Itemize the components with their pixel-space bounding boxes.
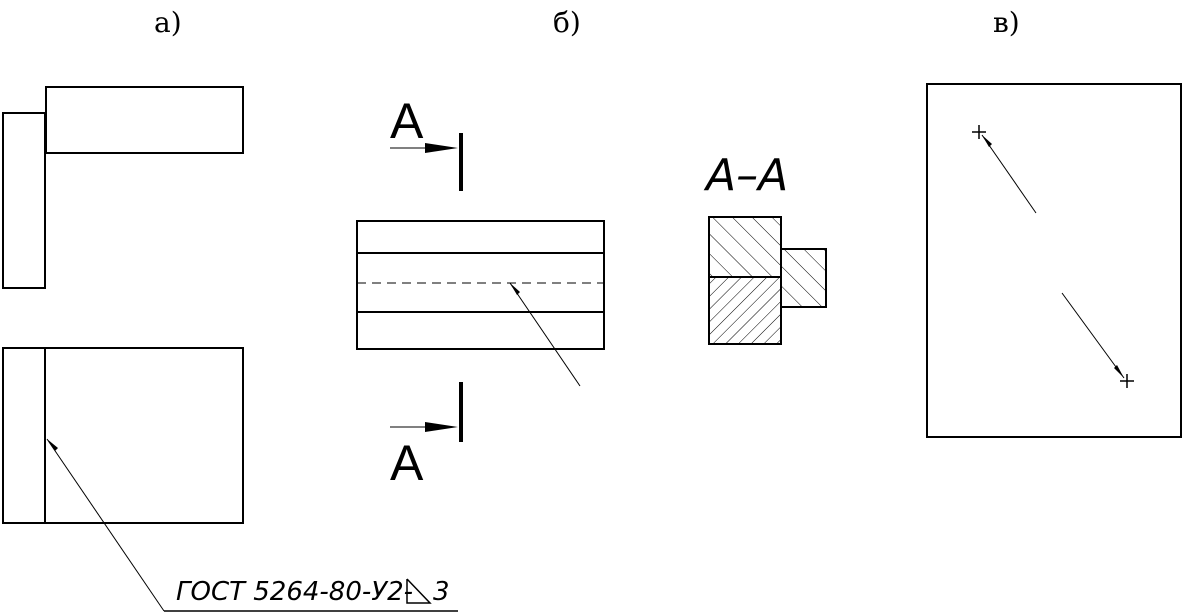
- view-b-lap-joint: [356, 220, 605, 350]
- plate-outline-v: [926, 83, 1182, 438]
- view-v-plate: [926, 83, 1182, 438]
- section-upper-part: [708, 216, 782, 278]
- weld-leader: [46, 438, 458, 612]
- vertical-plate: [2, 112, 46, 289]
- view-a-bottom-plan: [2, 347, 244, 524]
- lap-outline: [356, 220, 605, 350]
- plate-outline: [2, 347, 244, 524]
- section-arrow-bottom-head: [425, 422, 458, 432]
- spot-mark-top-icon: [972, 125, 986, 139]
- section-side-part: [780, 248, 827, 308]
- view-label-v: в): [993, 6, 1020, 39]
- fillet-weld-triangle-icon: [406, 578, 432, 604]
- section-letter-top: А: [390, 93, 424, 149]
- section-title: А–А: [703, 150, 788, 201]
- leader-line-top: [981, 134, 1037, 214]
- horizontal-plate: [45, 86, 244, 154]
- view-label-a: а): [154, 6, 182, 39]
- section-a-a: [708, 216, 827, 345]
- leader-arrowhead-bottom: [1114, 365, 1124, 378]
- view-a-top-joint: [2, 86, 244, 289]
- weld-designation-text: ГОСТ 5264-80-У2-: [176, 577, 413, 607]
- section-letter-bottom: А: [390, 435, 424, 491]
- section-lower-part: [708, 276, 782, 345]
- leader-arrowhead-top: [982, 135, 992, 147]
- section-arrow-top-head: [425, 143, 458, 153]
- leader-arrowhead: [47, 439, 58, 451]
- spot-mark-bottom-icon: [1120, 374, 1134, 388]
- view-label-b: б): [553, 6, 581, 39]
- view-b-section-marks: [390, 133, 463, 442]
- weld-leg-size: 3: [433, 577, 450, 607]
- leader-line-bottom: [1061, 292, 1125, 379]
- view-b-leader: [509, 282, 581, 387]
